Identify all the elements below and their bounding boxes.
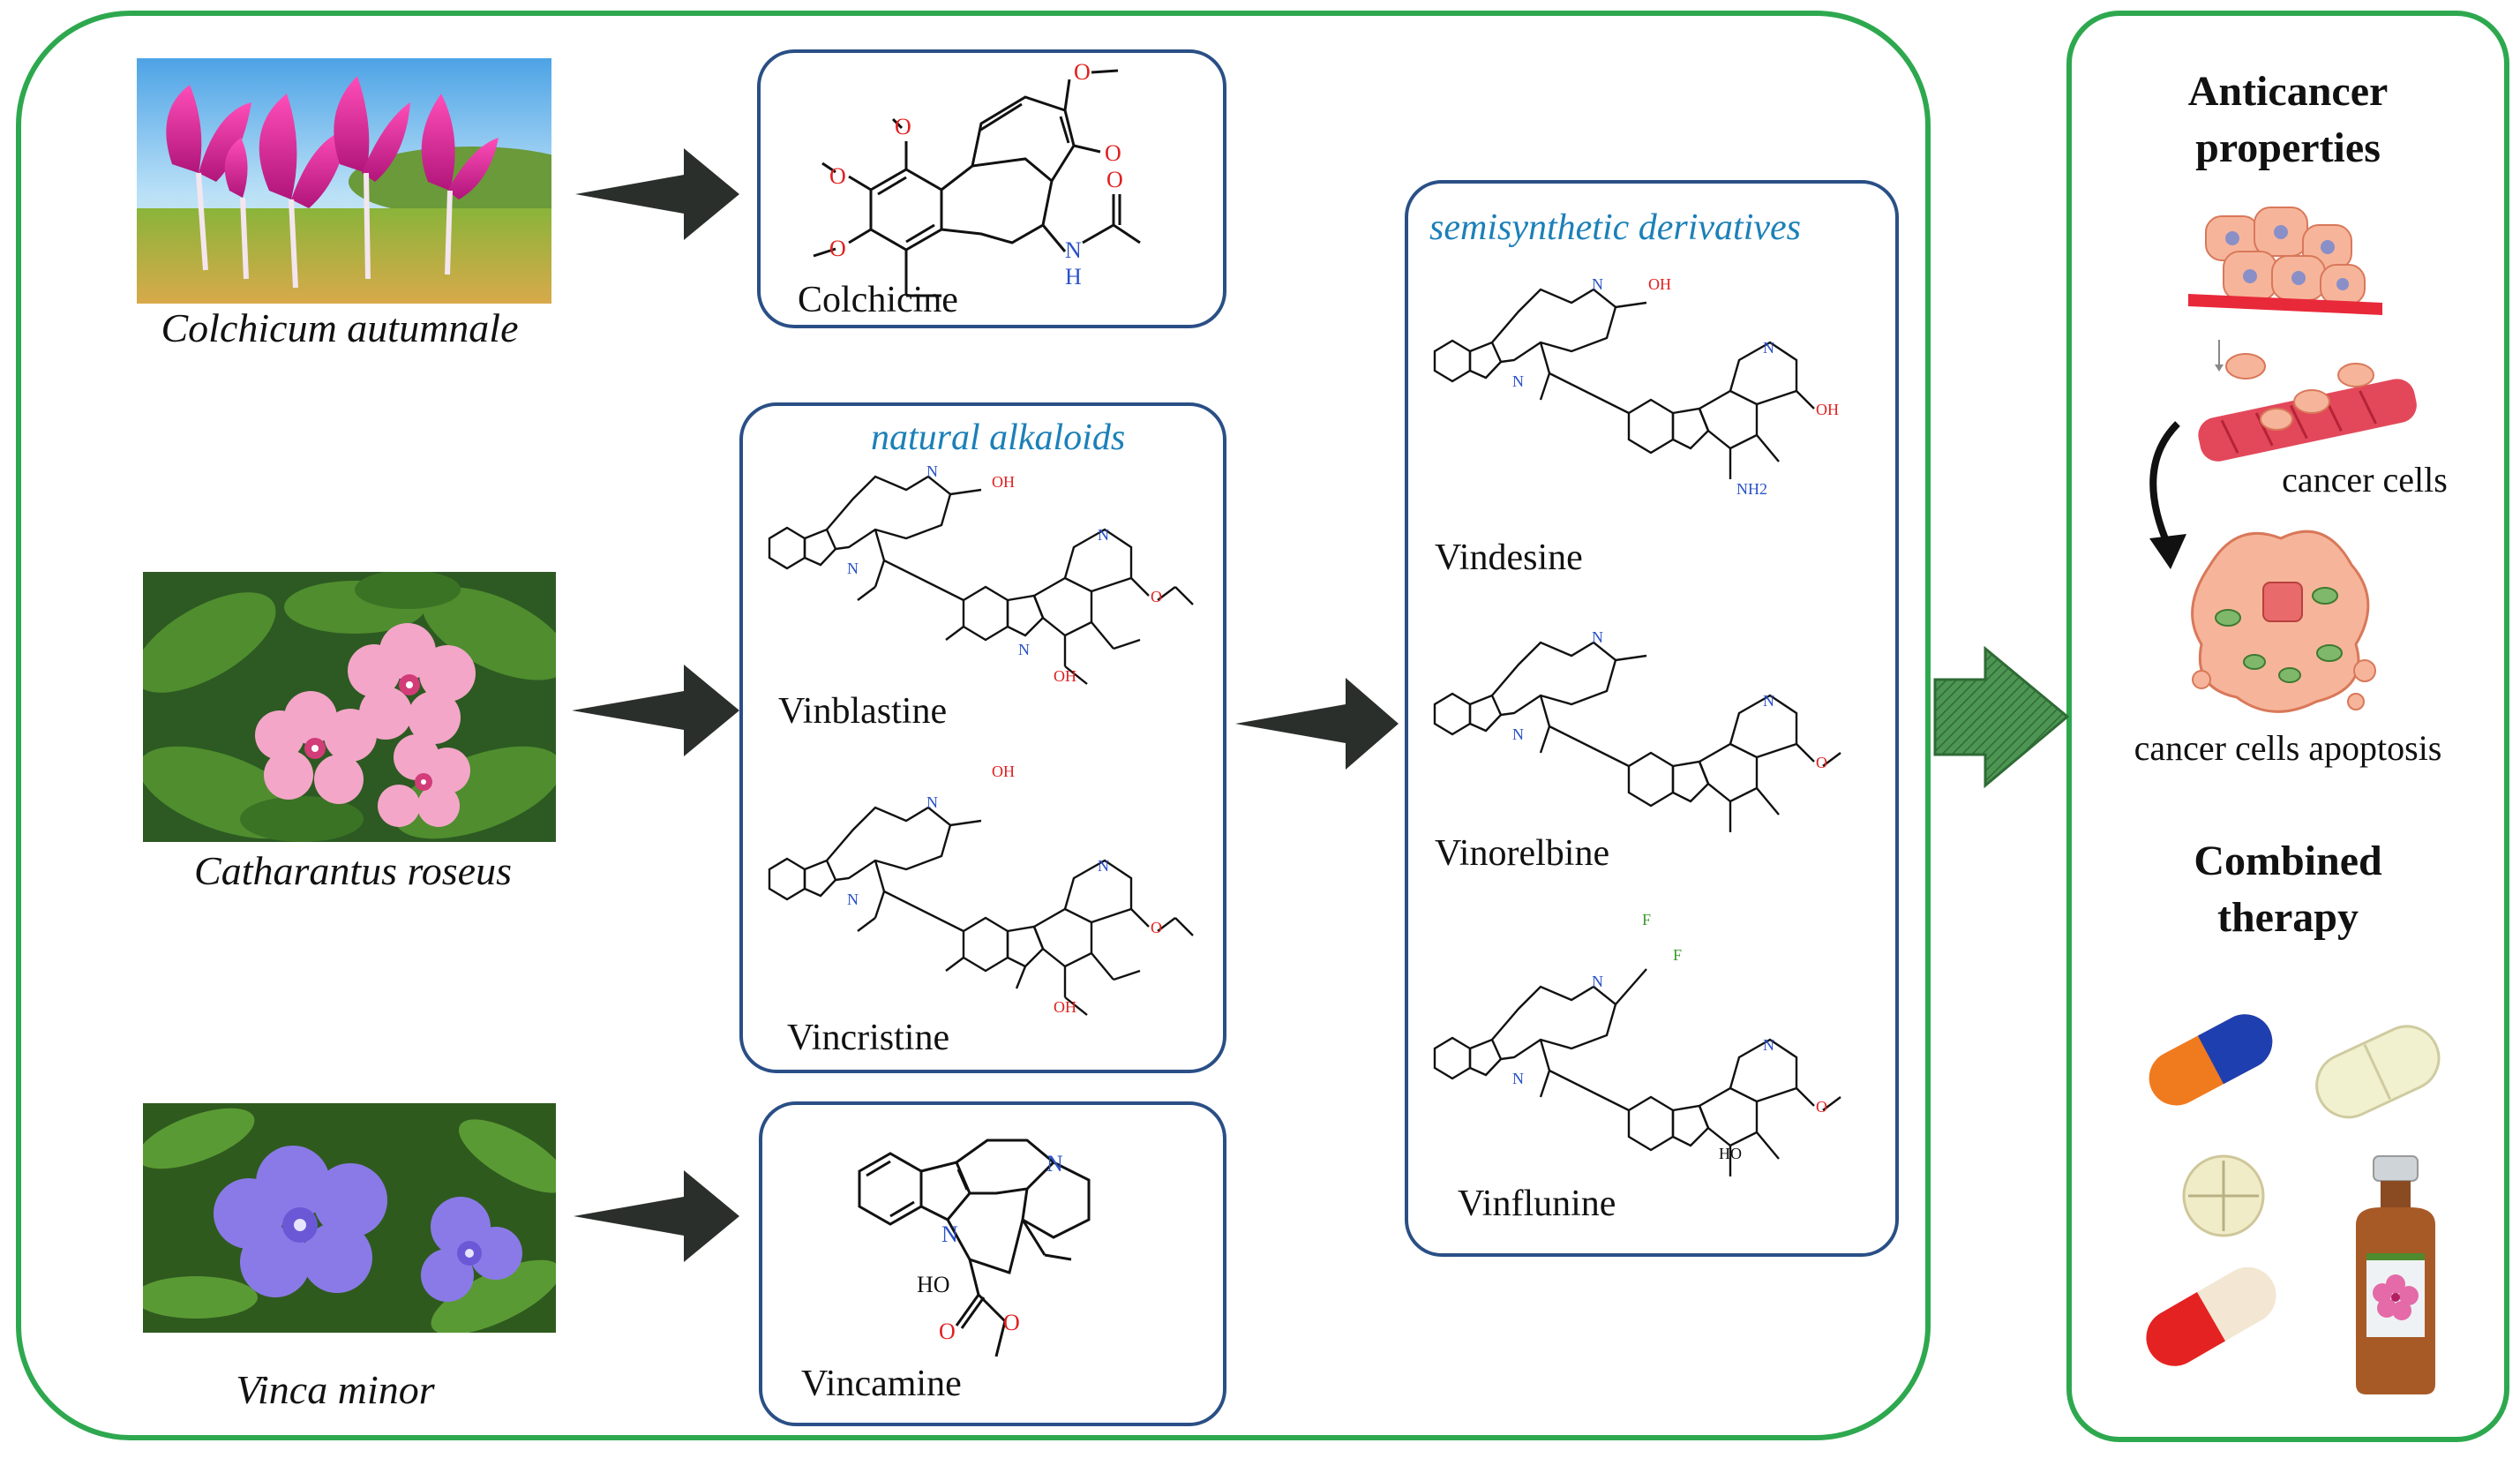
colchicine-label: Colchicine — [798, 280, 958, 320]
apoptosis-label: cancer cells apoptosis — [2134, 728, 2442, 768]
hydroxyl-group: OH — [992, 763, 1015, 780]
nitrogen-atom: N — [941, 1221, 958, 1247]
arrow-to-semisynthetic — [1235, 678, 1399, 770]
catharanthus-photo — [143, 572, 556, 842]
nitrogen-atom: N — [1046, 1151, 1063, 1176]
apoptosis-arrow — [2149, 421, 2186, 569]
arrow-colchicum — [575, 148, 739, 240]
oxygen-atom: O — [1106, 167, 1123, 192]
oxygen-atom: O — [1151, 588, 1162, 605]
vial — [2356, 1155, 2435, 1394]
tablet-oblong — [2315, 1025, 2441, 1119]
oxygen-atom: O — [1151, 919, 1162, 936]
hydrogen-atom: H — [1065, 264, 1082, 289]
cancer-cells-label: cancer cells — [2282, 460, 2448, 500]
nitrogen-atom: N — [1763, 1036, 1774, 1054]
hydroxyl-group: OH — [1648, 275, 1671, 293]
nitrogen-atom: N — [1592, 628, 1603, 646]
natural-alkaloids-title: natural alkaloids — [871, 417, 1126, 458]
combined-therapy-title: Combined therapy — [2066, 833, 2509, 946]
vinflunine-label: Vinflunine — [1458, 1184, 1616, 1224]
vincristine-label: Vincristine — [787, 1018, 950, 1058]
nitrogen-atom: N — [1018, 641, 1030, 658]
fluorine-atom: F — [1673, 946, 1682, 964]
nitrogen-atom: N — [1098, 526, 1109, 544]
hydroxyl-group: OH — [1816, 401, 1839, 418]
colchicine-panel: O O O O O O N H Colchicine — [757, 49, 1226, 328]
capsule-red-white — [2146, 1266, 2276, 1366]
nitrogen-atom: N — [847, 560, 859, 577]
nitrogen-atom: N — [926, 793, 938, 811]
oxygen-atom: O — [1816, 754, 1827, 771]
arrow-catharanthus — [572, 665, 739, 756]
oxygen-atom: O — [829, 236, 846, 261]
vinca-photo — [143, 1103, 556, 1333]
nitrogen-atom: N — [1763, 692, 1774, 710]
oxygen-atom: O — [1816, 1098, 1827, 1116]
hydroxyl-group: HO — [917, 1272, 950, 1297]
nitrogen-atom: N — [1512, 1070, 1524, 1087]
catharanthus-label: Catharantus roseus — [194, 848, 512, 893]
combined-therapy-title-line2: therapy — [2217, 894, 2359, 941]
natural-alkaloids-panel: N OH N N N OH O N OH N N OH O natural al… — [739, 402, 1226, 1073]
arrow-vinca — [574, 1170, 739, 1262]
tablet-round — [2182, 1154, 2265, 1237]
oxygen-atom: O — [1003, 1310, 1020, 1335]
vinorelbine-label: Vinorelbine — [1435, 833, 1610, 874]
anticancer-title-line1: Anticancer — [2187, 68, 2389, 115]
nitrogen-atom: N — [1592, 973, 1603, 990]
vinblastine-label: Vinblastine — [778, 691, 948, 732]
colchicum-photo — [137, 58, 551, 304]
amide-group: NH2 — [1736, 480, 1767, 498]
main-frame — [16, 11, 1931, 1440]
colchicum-label: Colchicum autumnale — [161, 305, 519, 350]
hydroxyl-group: HO — [1719, 1145, 1742, 1162]
semisynthetic-panel: N OH N N OH NH2 N N N O N F F N N HO O s… — [1405, 180, 1899, 1257]
nitrogen-atom: N — [1098, 857, 1109, 875]
oxygen-atom: O — [939, 1319, 956, 1344]
hydroxyl-group: OH — [992, 473, 1015, 491]
oxygen-atom: O — [895, 114, 911, 139]
nitrogen-atom: N — [1512, 725, 1524, 743]
cancer-cells-illustration — [2188, 207, 2417, 462]
nitrogen-atom: N — [847, 891, 859, 908]
apoptosis-illustration — [2191, 530, 2376, 713]
nitrogen-atom: N — [1592, 275, 1603, 293]
medicine-illustration — [2146, 1014, 2441, 1394]
oxygen-atom: O — [1074, 59, 1091, 85]
hydroxyl-group: OH — [1054, 998, 1076, 1016]
vincamine-label: Vincamine — [801, 1364, 962, 1404]
anticancer-title-line2: properties — [2195, 124, 2381, 171]
arrow-to-properties — [1933, 645, 2070, 789]
oxygen-atom: O — [829, 163, 846, 189]
vinca-label: Vinca minor — [236, 1367, 435, 1412]
oxygen-atom: O — [1105, 140, 1121, 166]
capsule-blue-orange — [2149, 1014, 2273, 1106]
anticancer-title: Anticancer properties — [2066, 64, 2509, 177]
nitrogen-atom: N — [1065, 237, 1082, 263]
fluorine-atom: F — [1642, 911, 1651, 928]
combined-therapy-title-line1: Combined — [2194, 838, 2382, 884]
properties-frame — [2066, 11, 2509, 1442]
hydroxyl-group: OH — [1054, 667, 1076, 685]
nitrogen-atom: N — [1763, 339, 1774, 357]
nitrogen-atom: N — [926, 462, 938, 480]
vindesine-label: Vindesine — [1435, 537, 1583, 578]
nitrogen-atom: N — [1512, 372, 1524, 390]
vincamine-panel: N N HO O O Vincamine — [759, 1101, 1226, 1426]
semisynthetic-title: semisynthetic derivatives — [1429, 207, 1802, 248]
